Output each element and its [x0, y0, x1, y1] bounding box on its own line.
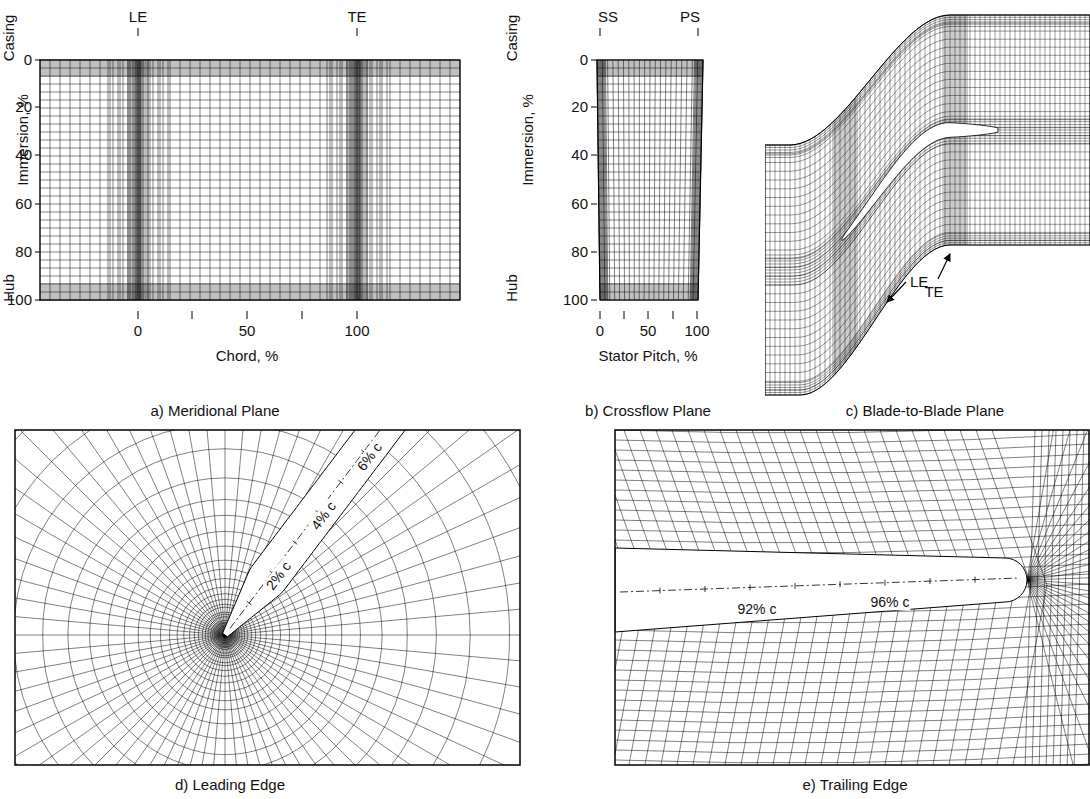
blade-section [223, 430, 483, 637]
blade-section [615, 548, 1027, 632]
panel-frame [615, 430, 1089, 765]
blade-to-blade-grid [765, 15, 1090, 395]
tick-value: 0 [596, 323, 604, 340]
tick-value: 100 [344, 323, 369, 340]
axis-end-label: Casing [504, 15, 521, 62]
grid-lines [597, 60, 703, 300]
grid-lines [615, 430, 1090, 765]
edge-marker: LE [129, 9, 147, 26]
tick-value: 20 [571, 99, 588, 116]
chord-line [620, 578, 1020, 592]
tick-value: 60 [15, 196, 32, 213]
side-marker: SS [598, 9, 618, 26]
panel-caption: c) Blade-to-Blade Plane [846, 403, 1004, 420]
tick-value: 100 [7, 292, 32, 309]
domain-border [597, 60, 703, 300]
panel-caption: a) Meridional Plane [150, 403, 279, 420]
crossflow-grid [591, 28, 703, 319]
tick-value: 80 [571, 244, 588, 261]
side-marker: PS [680, 9, 700, 26]
grid-lines [40, 60, 460, 300]
tick-marks [591, 28, 698, 319]
axis-title: Stator Pitch, % [598, 348, 697, 365]
chord-ticks [247, 430, 458, 605]
grid-lines [15, 430, 520, 765]
panel-caption: b) Crossflow Plane [585, 403, 711, 420]
axis-title: Chord, % [216, 348, 279, 365]
tick-value: 100 [563, 292, 588, 309]
chord-ticks [660, 577, 975, 594]
chord-station: 2% c [263, 558, 295, 594]
blade-section [842, 123, 998, 241]
leading-edge-grid [15, 430, 520, 765]
chord-station: 96% c [870, 595, 911, 610]
tick-value: 50 [239, 323, 256, 340]
chord-station: 4% c [308, 498, 340, 534]
meridional-grid [35, 28, 460, 319]
axis-end-label: Casing [1, 15, 18, 62]
axis-title: Immersion, % [520, 94, 537, 186]
tick-value: 0 [580, 52, 588, 69]
chord-station: 6% c [354, 439, 386, 475]
edge-marker: TE [347, 9, 366, 26]
leader-arrow [887, 282, 906, 302]
tick-value: 80 [15, 244, 32, 261]
tick-value: 100 [684, 323, 709, 340]
leader-arrow [938, 254, 950, 279]
chord-station: 92% c [737, 602, 778, 617]
domain-border [765, 15, 1090, 395]
panel-caption: d) Leading Edge [175, 777, 285, 794]
tick-value: 40 [15, 147, 32, 164]
domain-border [40, 60, 460, 300]
tick-value: 60 [571, 196, 588, 213]
tick-marks [35, 28, 357, 319]
tick-value: 0 [134, 323, 142, 340]
grid-lines [765, 15, 1090, 395]
panel-caption: e) Trailing Edge [802, 777, 907, 794]
tick-value: 40 [571, 147, 588, 164]
axis-end-label: Hub [504, 274, 521, 302]
chord-line [230, 430, 466, 629]
panel-frame [15, 430, 520, 765]
trailing-edge-grid [615, 430, 1090, 765]
edge-marker: TE [924, 284, 943, 301]
tick-value: 0 [24, 52, 32, 69]
tick-value: 20 [15, 99, 32, 116]
tick-value: 50 [640, 323, 657, 340]
